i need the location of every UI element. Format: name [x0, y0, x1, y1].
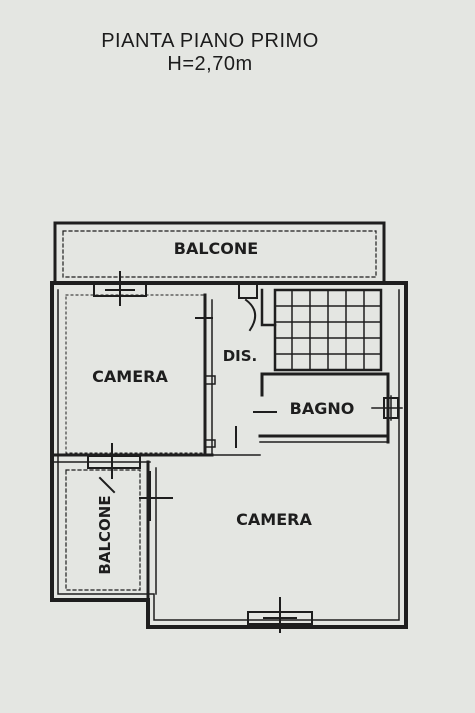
room-label-camera-left: CAMERA: [92, 367, 168, 386]
room-label-camera-bottom: CAMERA: [236, 510, 312, 529]
room-label-balcone-left: BALCONE: [96, 495, 114, 574]
plan-title: PIANTA PIANO PRIMO: [101, 30, 319, 52]
landing-marks: [195, 317, 237, 448]
plan-height: H=2,70m: [167, 53, 253, 75]
room-label-bagno: BAGNO: [290, 399, 355, 418]
window-marks: [87, 271, 313, 633]
staircase: [238, 283, 383, 372]
lower-bedroom-walls: [146, 454, 261, 602]
plan-title-block: PIANTA PIANO PRIMO H=2,70m: [0, 30, 420, 76]
room-label-dis: DIS.: [223, 347, 258, 365]
bathroom-walls: [253, 372, 403, 444]
room-label-balcone-top: BALCONE: [174, 239, 258, 258]
outer-walls: [50, 281, 408, 629]
balcony-left-outline: [65, 469, 141, 591]
